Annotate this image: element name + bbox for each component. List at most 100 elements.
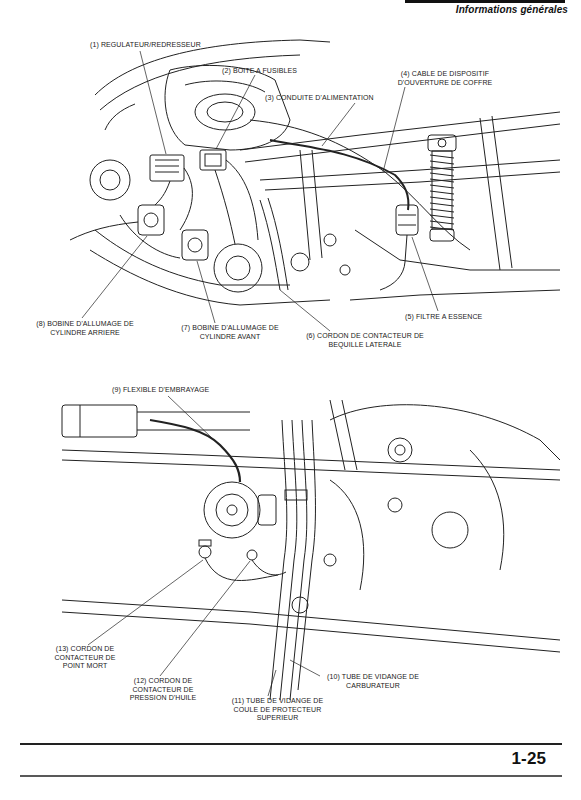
frame-bottom: [62, 612, 560, 652]
rear-fender: [95, 40, 330, 130]
shock-spring: [430, 167, 454, 170]
shock-spring: [430, 203, 454, 206]
ignition-coils: [138, 205, 164, 235]
regulator-rectifier: [150, 155, 184, 181]
callout-label: (2) BOITE A FUSIBLES: [222, 67, 362, 76]
shock-absorber: [428, 135, 456, 241]
fuse-box: [205, 154, 221, 166]
clutch-master-tube: [80, 405, 81, 437]
regulator-rectifier: [150, 155, 184, 181]
switches: [199, 546, 211, 558]
fuel-filter: [396, 205, 418, 235]
wire-bundle: [290, 420, 307, 700]
wiring-harness-top: [120, 215, 180, 258]
ignition-coils: [188, 238, 202, 252]
engine-top: [291, 253, 309, 271]
clutch-master-tube: [137, 412, 250, 413]
leader-lines: [280, 290, 330, 331]
engine-case: [330, 405, 560, 460]
engine-top: [90, 250, 330, 305]
clutch-hose: [150, 420, 240, 482]
engine-top: [324, 234, 336, 246]
callout-label: (13) CORDON DE CONTACTEUR DE POINT MORT: [44, 645, 126, 671]
regulator-rectifier: [155, 160, 179, 161]
frame-bottom: [62, 450, 560, 470]
fuse-box: [200, 150, 226, 170]
leader-lines: [88, 560, 203, 645]
shock-spring: [430, 221, 454, 224]
callout-label: (4) CABLE DE DISPOSITIF D'OUVERTURE DE C…: [385, 70, 505, 87]
trunk-cable: [250, 120, 470, 250]
fuel-line: [270, 140, 408, 210]
frame-tubes: [265, 172, 560, 190]
callout-label: (12) CORDON DE CONTACTEUR DE PRESSION D'…: [118, 677, 208, 703]
shock-spring: [430, 173, 454, 176]
shock-spring: [430, 155, 454, 230]
callout-label: (1) REGULATEUR/REDRESSEUR: [90, 41, 250, 50]
switches: [199, 540, 257, 560]
shock-spring: [430, 155, 454, 158]
regulator-rectifier: [155, 166, 179, 167]
running-header: Informations générales: [418, 4, 568, 15]
frame-tubes: [480, 118, 500, 270]
clutch-slave-cylinder: [204, 482, 260, 538]
engine-top: [340, 265, 350, 275]
page-rules: [20, 775, 562, 777]
clutch-slave-cylinder: [258, 495, 276, 525]
callout-label: (10) TUBE DE VIDANGE DE CARBURATEUR: [318, 673, 428, 690]
engine-case: [395, 445, 405, 455]
wiring-harness-top: [260, 200, 280, 290]
engine-top: [90, 160, 130, 200]
leader-lines: [268, 670, 276, 696]
ignition-coils: [138, 205, 208, 260]
shock-spring: [430, 191, 454, 194]
wire-bundle: [292, 597, 308, 613]
shock-spring: [430, 185, 454, 188]
callout-label: (7) BOBINE D'ALLUMAGE DE CYLINDRE AVANT: [170, 324, 290, 341]
page-rules: [20, 743, 562, 745]
callout-label: (8) BOBINE D'ALLUMAGE DE CYLINDRE ARRIER…: [30, 320, 140, 337]
wiring-harness-top: [70, 160, 288, 290]
fuel-filter: [398, 225, 416, 226]
switches: [199, 540, 211, 546]
trunk-cable: [250, 120, 470, 250]
frame-tubes: [312, 150, 322, 258]
clutch-slave-cylinder: [227, 505, 237, 515]
leader-lines: [197, 261, 215, 323]
shock-spring: [430, 179, 454, 182]
clutch-slave-cylinder: [204, 482, 276, 538]
air-box: [165, 65, 290, 150]
air-box: [185, 81, 265, 92]
switches: [247, 550, 257, 560]
clutch-slave-cylinder: [216, 494, 248, 526]
wiring-harness-top: [180, 168, 192, 230]
engine-case: [432, 512, 468, 548]
shock-spring: [430, 161, 454, 164]
shock-absorber: [438, 139, 446, 147]
wiring-harness-top: [70, 222, 138, 240]
fuel-line: [270, 140, 408, 210]
leader-lines: [82, 236, 147, 318]
wiring-harness-top: [268, 198, 288, 290]
engine-case: [324, 554, 336, 566]
frame-bottom: [62, 400, 560, 652]
engine-top: [90, 160, 560, 305]
shock-absorber: [430, 229, 454, 241]
leader-lines: [322, 103, 355, 146]
engine-top: [226, 256, 250, 280]
engine-top: [350, 290, 560, 300]
frame-bottom: [330, 400, 345, 470]
shock-spring: [430, 197, 454, 200]
ignition-coils: [144, 213, 158, 227]
leader-lines: [412, 237, 438, 311]
air-box: [195, 94, 255, 130]
fuel-filter: [380, 205, 418, 290]
frame-tubes: [240, 112, 560, 270]
wire-bundle: [205, 558, 278, 581]
air-box: [165, 65, 290, 150]
frame-bottom: [62, 460, 560, 480]
clutch-hose: [150, 420, 240, 482]
engine-case: [324, 405, 560, 590]
engine-top: [100, 170, 120, 190]
frame-tubes: [300, 150, 310, 260]
